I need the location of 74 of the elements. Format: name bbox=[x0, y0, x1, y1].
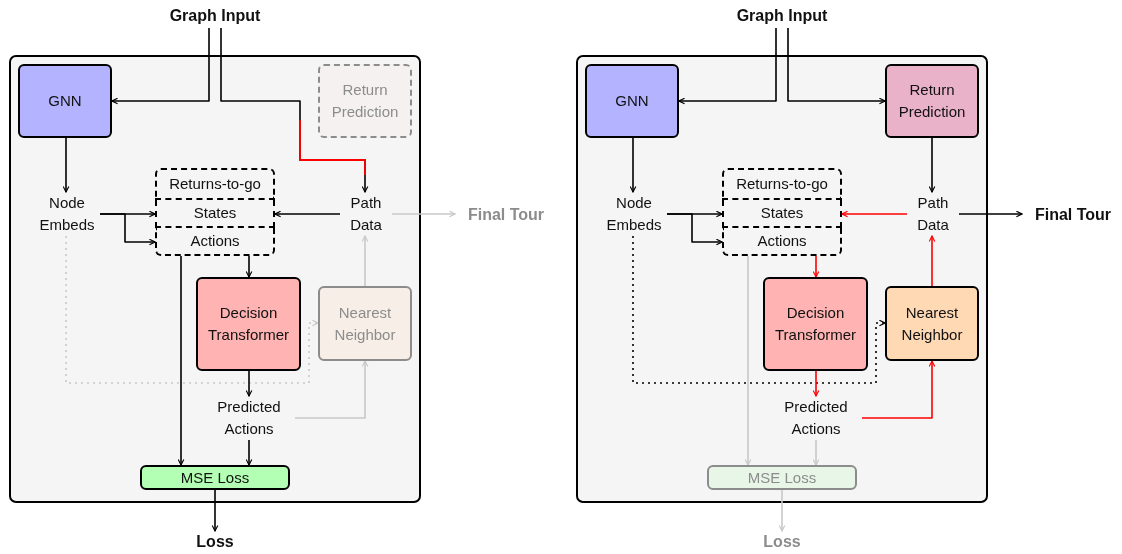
arrow bbox=[62, 137, 70, 193]
arrow bbox=[812, 370, 820, 397]
arrow bbox=[99, 213, 156, 246]
box-label: MSE Loss bbox=[747, 467, 817, 488]
token-row bbox=[155, 228, 275, 256]
process-box bbox=[18, 64, 112, 138]
token-row bbox=[722, 168, 842, 200]
arrow bbox=[274, 210, 341, 218]
box-label: MSE Loss bbox=[180, 467, 250, 488]
heading-text: Final Tour bbox=[1034, 205, 1112, 225]
heading-text: Loss bbox=[763, 532, 801, 552]
label-text: Path Data bbox=[916, 193, 950, 235]
process-box bbox=[885, 64, 979, 138]
arrow bbox=[958, 210, 1023, 218]
process-box bbox=[318, 64, 412, 138]
arrow bbox=[678, 27, 777, 105]
heading-text: Graph Input bbox=[169, 6, 261, 26]
box-label: GNN bbox=[615, 91, 649, 111]
arrow bbox=[177, 255, 185, 466]
box-label: Nearest Neighbor bbox=[333, 302, 397, 345]
arrow bbox=[928, 235, 936, 287]
box-label: States bbox=[760, 203, 804, 223]
arrow bbox=[812, 255, 820, 278]
arrow bbox=[294, 360, 369, 419]
box-label: States bbox=[193, 203, 237, 223]
box-label: Decision Transformer bbox=[206, 303, 291, 345]
heading-text: Graph Input bbox=[736, 6, 828, 26]
box-label: Nearest Neighbor bbox=[900, 302, 964, 345]
arrow bbox=[744, 255, 752, 466]
arrow bbox=[861, 360, 936, 419]
process-box bbox=[763, 277, 868, 371]
heading-text: Final Tour bbox=[467, 205, 545, 225]
arrow bbox=[928, 137, 936, 193]
heading-text: Loss bbox=[196, 532, 234, 552]
arrow bbox=[841, 210, 908, 218]
token-row bbox=[722, 200, 842, 228]
arrow bbox=[787, 27, 886, 105]
label-text: Node Embeds bbox=[605, 193, 663, 235]
process-box bbox=[707, 465, 857, 490]
box-label: Actions bbox=[757, 231, 807, 251]
process-box bbox=[196, 277, 301, 371]
box-label: Return Prediction bbox=[330, 80, 400, 122]
arrow bbox=[211, 489, 219, 532]
process-box bbox=[318, 286, 412, 361]
label-text: Predicted Actions bbox=[783, 397, 849, 439]
arrow bbox=[778, 489, 786, 532]
process-box bbox=[885, 286, 979, 361]
box-label: GNN bbox=[48, 91, 82, 111]
panel-background bbox=[9, 55, 421, 503]
arrow bbox=[65, 235, 319, 384]
arrow bbox=[632, 235, 886, 384]
label-text: Node Embeds bbox=[38, 193, 96, 235]
process-box bbox=[585, 64, 679, 138]
arrow bbox=[245, 370, 253, 397]
token-row bbox=[155, 200, 275, 228]
arrow bbox=[361, 235, 369, 287]
arrow bbox=[391, 210, 456, 218]
label-text: Path Data bbox=[349, 193, 383, 235]
box-label: Decision Transformer bbox=[773, 303, 858, 345]
arrow bbox=[111, 27, 210, 105]
token-row bbox=[155, 168, 275, 200]
label-text: Predicted Actions bbox=[216, 397, 282, 439]
arrow bbox=[629, 137, 637, 193]
panel-background bbox=[576, 55, 988, 503]
box-label: Return Prediction bbox=[897, 80, 967, 122]
box-label: Returns-to-go bbox=[736, 174, 828, 194]
arrow bbox=[666, 213, 723, 246]
arrow bbox=[245, 439, 253, 466]
token-row bbox=[722, 228, 842, 256]
box-label: Returns-to-go bbox=[169, 174, 261, 194]
process-box bbox=[140, 465, 290, 490]
box-label: Actions bbox=[190, 231, 240, 251]
arrow bbox=[812, 439, 820, 466]
arrow bbox=[245, 255, 253, 278]
